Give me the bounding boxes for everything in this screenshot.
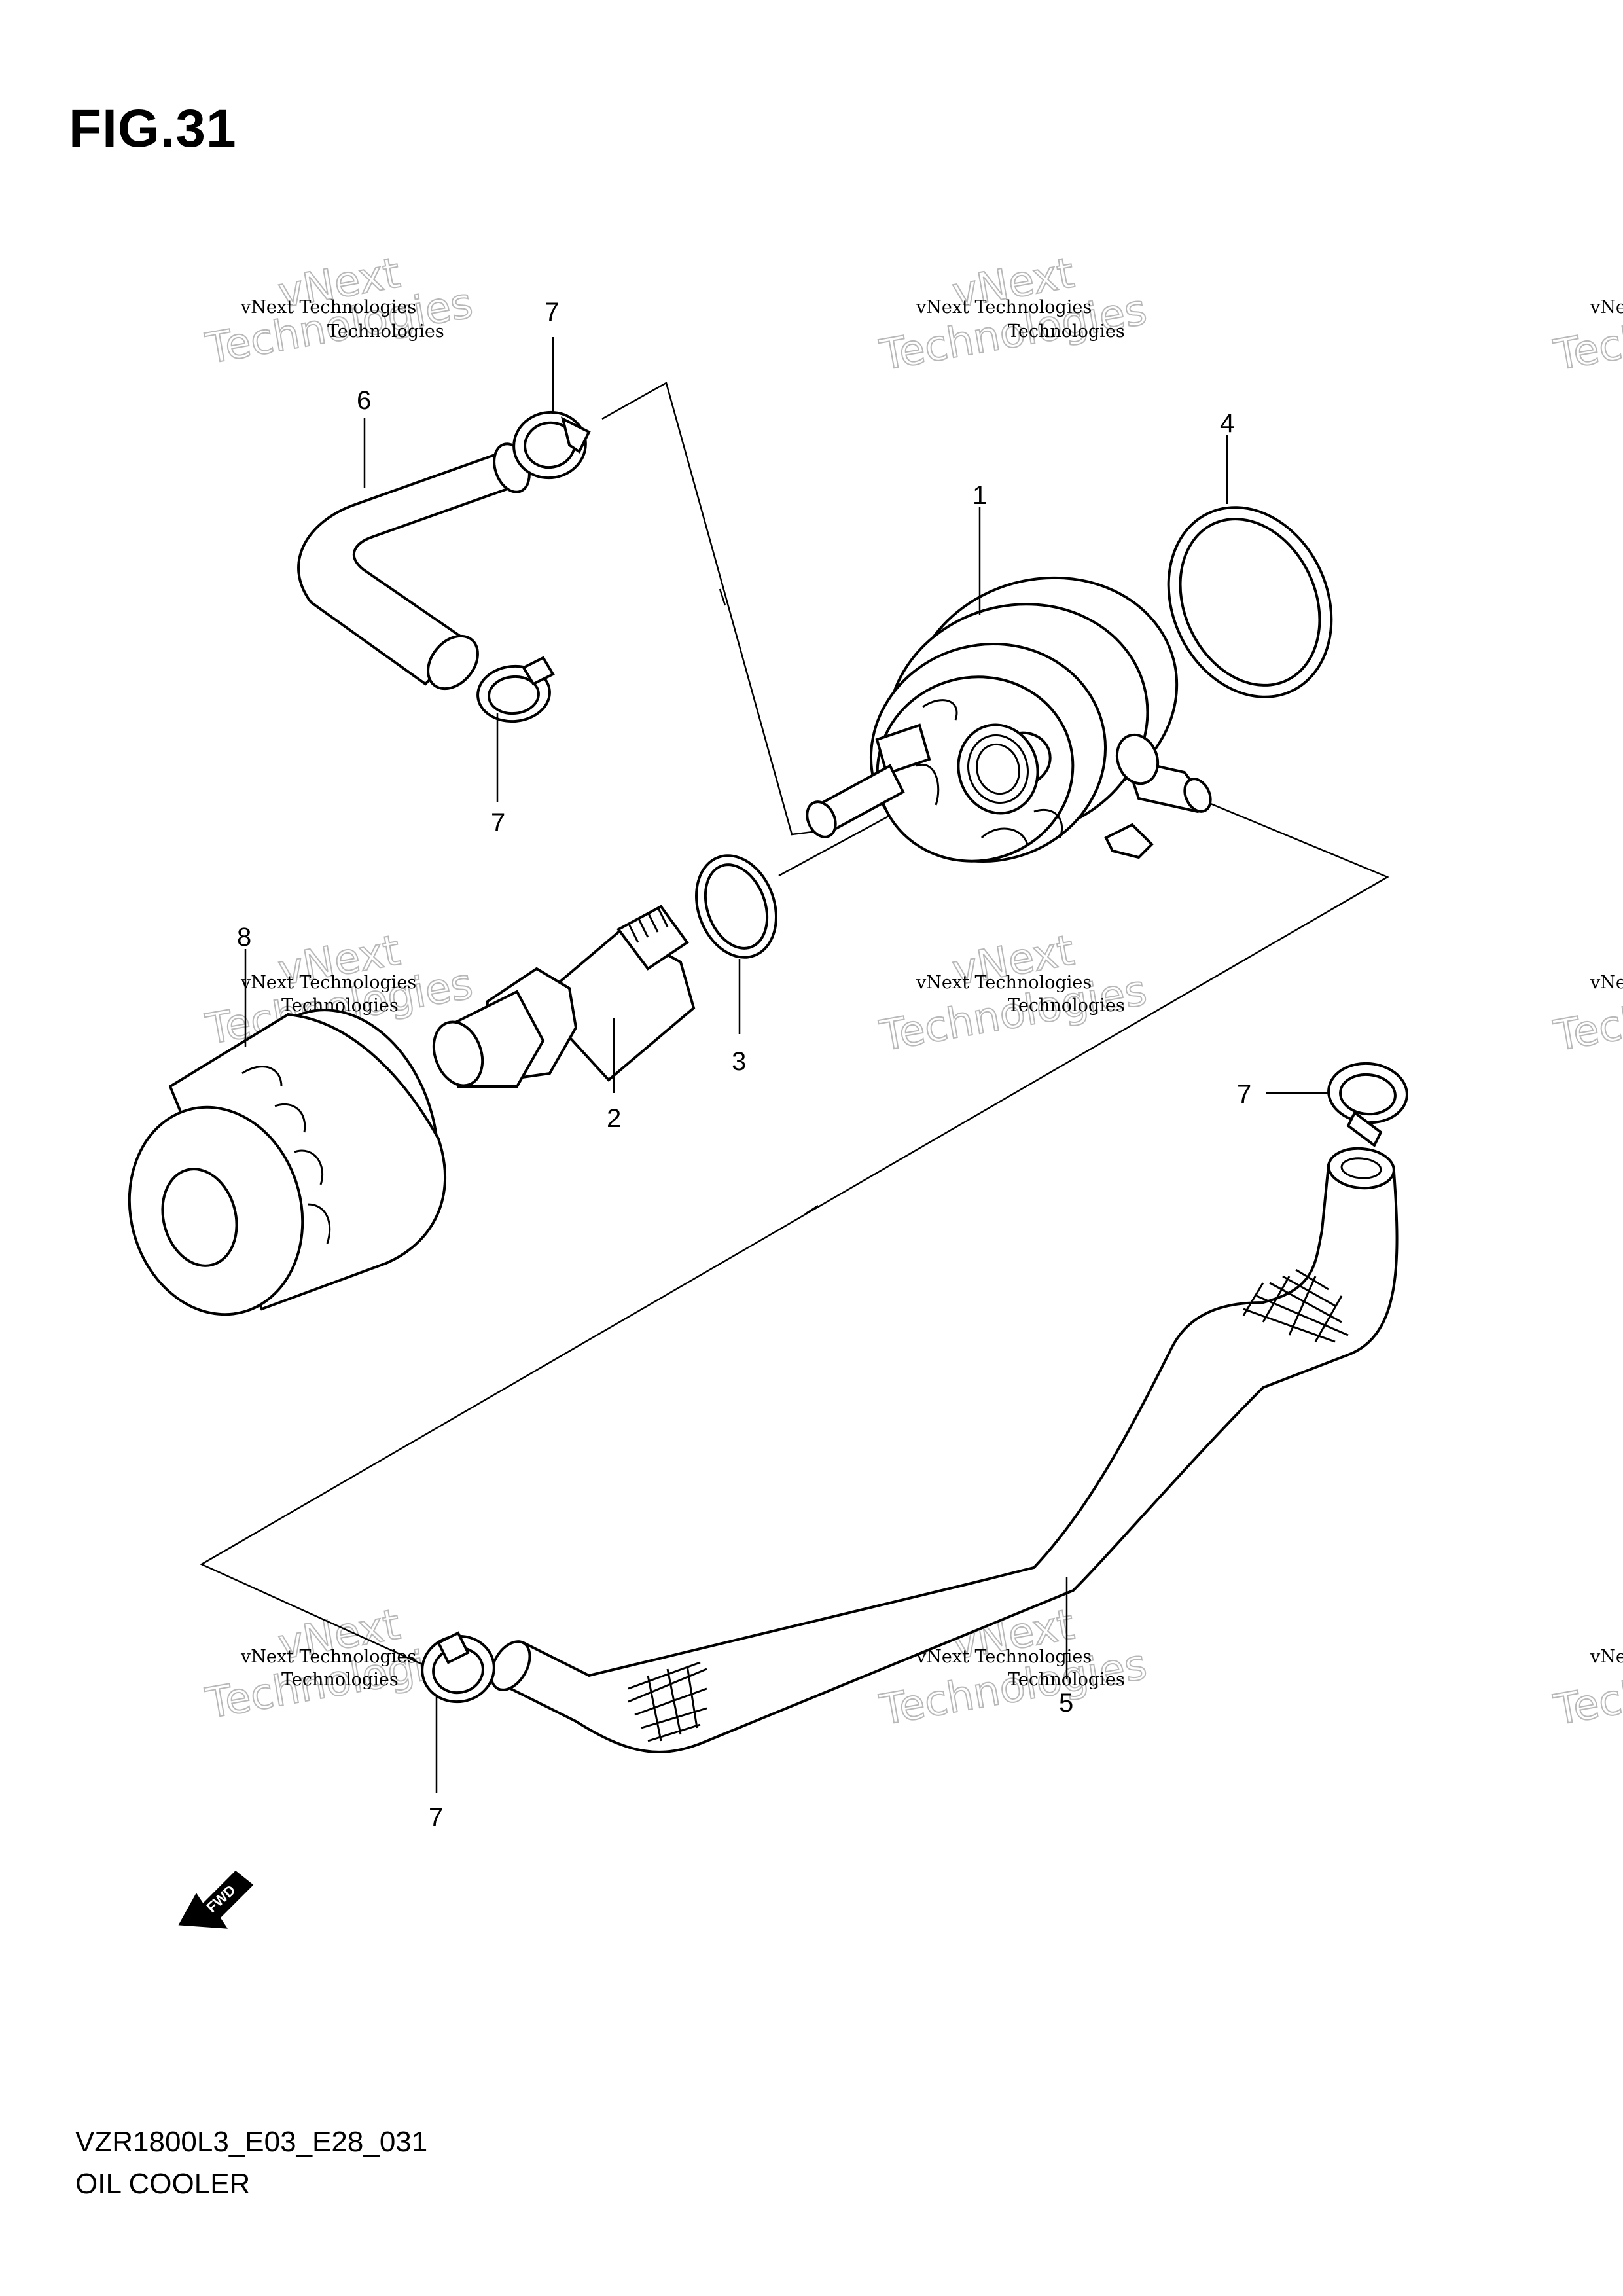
callout-clamp-2: 7 bbox=[491, 808, 505, 837]
figure-title: FIG.31 bbox=[69, 99, 237, 158]
callout-o-ring-small: 3 bbox=[732, 1047, 746, 1076]
clamp-lower-left bbox=[421, 1631, 495, 1704]
svg-text:vNext Technologies: vNext Technologies bbox=[916, 297, 1092, 317]
watermark-top-center: Technologies vNext vNext Technologies Te… bbox=[876, 248, 1151, 381]
svg-text:vNext Technologies: vNext Technologies bbox=[240, 973, 416, 993]
o-ring-small bbox=[695, 854, 777, 959]
svg-text:Technologies: Technologies bbox=[1008, 321, 1125, 342]
callout-hose-upper: 6 bbox=[357, 386, 371, 415]
svg-text:vNext Technologies: vNext Technologies bbox=[1590, 973, 1623, 993]
watermark-mid-right: Technologies vNext Technologies bbox=[1550, 965, 1623, 1061]
callout-oil-cooler: 1 bbox=[972, 481, 987, 510]
watermark-bottom-right: Technologies vNext Technologies bbox=[1550, 1640, 1623, 1735]
diagram-code: VZR1800L3_E03_E28_031 bbox=[75, 2126, 428, 2158]
clamp-lower-right bbox=[1327, 1062, 1408, 1148]
svg-text:vNext Technologies: vNext Technologies bbox=[916, 1647, 1092, 1667]
diagram-name: OIL COOLER bbox=[75, 2168, 251, 2200]
callout-o-ring-large: 4 bbox=[1220, 409, 1234, 438]
watermark-top-left: Technologies vNext vNext Technologies Te… bbox=[202, 248, 477, 374]
leader-lines bbox=[244, 337, 1329, 1793]
svg-text:vNext Technologies: vNext Technologies bbox=[1590, 1647, 1623, 1667]
oil-filter bbox=[128, 1009, 446, 1316]
fwd-arrow-icon: FWD bbox=[178, 1870, 254, 1929]
svg-text:Technologies: Technologies bbox=[281, 1670, 399, 1690]
clamp-upper-top bbox=[512, 410, 591, 480]
union-bolt bbox=[432, 905, 696, 1088]
watermark-mid-center: Technologies vNext vNext Technologies Te… bbox=[876, 925, 1151, 1062]
callout-oil-filter: 8 bbox=[237, 923, 251, 952]
o-ring-large bbox=[1167, 506, 1333, 698]
svg-text:vNext Technologies: vNext Technologies bbox=[240, 297, 416, 317]
callout-clamp-1: 7 bbox=[544, 298, 559, 327]
watermark-top-right: Technologies vNext Technologies bbox=[1550, 285, 1623, 380]
svg-text:vNext Technologies: vNext Technologies bbox=[1590, 297, 1623, 317]
callout-union-bolt: 2 bbox=[607, 1104, 621, 1133]
hose-lower bbox=[490, 1147, 1399, 1753]
clamp-upper-bottom bbox=[476, 656, 555, 723]
assembly-outline-lower bbox=[200, 802, 1389, 1667]
callout-hose-lower: 5 bbox=[1059, 1689, 1073, 1717]
hose-upper bbox=[297, 442, 531, 691]
svg-text:vNext Technologies: vNext Technologies bbox=[240, 1647, 416, 1667]
oil-cooler bbox=[806, 576, 1212, 863]
callout-clamp-4: 7 bbox=[429, 1803, 443, 1832]
callout-clamp-3: 7 bbox=[1237, 1080, 1251, 1109]
svg-text:Technologies: Technologies bbox=[327, 321, 444, 342]
svg-text:Technologies: Technologies bbox=[1008, 996, 1125, 1016]
svg-text:vNext Technologies: vNext Technologies bbox=[916, 973, 1092, 993]
